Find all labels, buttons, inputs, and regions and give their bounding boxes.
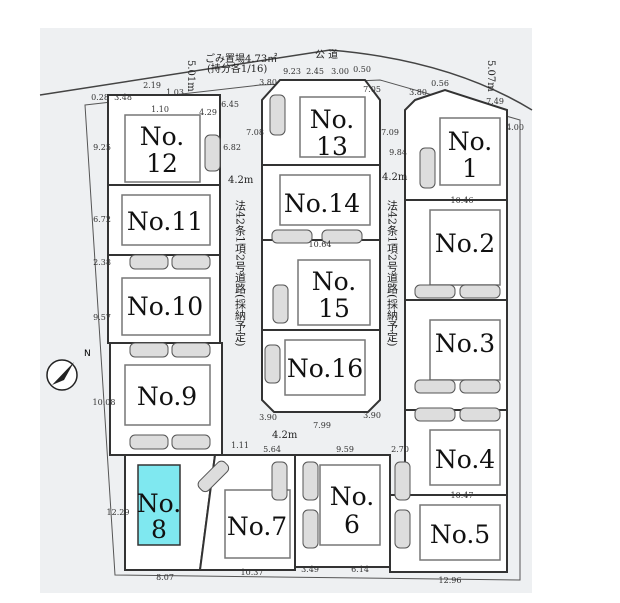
private-road-label-left: 法42条1項2号道路(採納予定) — [234, 199, 247, 347]
svg-text:9.59: 9.59 — [336, 445, 354, 454]
svg-text:10.08: 10.08 — [93, 398, 116, 407]
svg-text:N: N — [84, 349, 91, 359]
lot-11[interactable] — [107, 184, 221, 256]
lot-12[interactable] — [107, 94, 221, 186]
svg-text:9.84: 9.84 — [389, 148, 407, 157]
svg-text:6.45: 6.45 — [221, 100, 239, 109]
north-arrow-icon: N — [46, 349, 91, 391]
svg-text:0.56: 0.56 — [431, 79, 449, 88]
svg-text:3.80: 3.80 — [259, 78, 277, 87]
lot-13-label: No. — [310, 105, 354, 134]
svg-text:1.10: 1.10 — [151, 105, 169, 114]
svg-text:10.64: 10.64 — [309, 240, 332, 249]
svg-text:7.05: 7.05 — [363, 85, 381, 94]
svg-text:10.47: 10.47 — [451, 491, 474, 500]
svg-text:3.48: 3.48 — [114, 93, 132, 102]
lot-5[interactable] — [389, 494, 508, 573]
public-road-label: 公 道 — [315, 48, 338, 61]
svg-text:3.90: 3.90 — [363, 411, 381, 420]
lot-5-label: No.5 — [430, 520, 490, 549]
setback-right-label: 5.07m — [485, 60, 496, 92]
svg-text:7.49: 7.49 — [486, 97, 504, 106]
svg-text:3.80: 3.80 — [409, 88, 427, 97]
lot-8-label: 8 — [151, 515, 167, 544]
svg-text:9.57: 9.57 — [93, 313, 111, 322]
lot-8-label: No. — [137, 489, 181, 518]
lot-1-label: 1 — [462, 154, 478, 183]
site-boundary — [84, 79, 521, 581]
svg-text:3.49: 3.49 — [301, 565, 319, 574]
svg-text:7.08: 7.08 — [246, 128, 264, 137]
lot-10-label: No.10 — [127, 292, 203, 321]
lot-12-label: 12 — [146, 149, 178, 178]
svg-text:12.96: 12.96 — [439, 576, 462, 585]
lot-11-label: No.11 — [127, 207, 203, 236]
lot-2[interactable] — [404, 199, 508, 301]
lot-1-label: No. — [448, 127, 492, 156]
svg-text:10.46: 10.46 — [451, 196, 474, 205]
setback-left-label: 5.01m — [185, 60, 196, 92]
svg-text:9.25: 9.25 — [93, 143, 111, 152]
svg-text:1.03: 1.03 — [166, 88, 184, 97]
lot-9-label: No.9 — [137, 382, 197, 411]
lot-10[interactable] — [107, 254, 221, 344]
public-road-edge — [39, 49, 533, 111]
svg-text:6.82: 6.82 — [223, 143, 241, 152]
svg-text:6.14: 6.14 — [351, 565, 369, 574]
lot-6-label: 6 — [344, 510, 360, 539]
svg-text:3.90: 3.90 — [259, 413, 277, 422]
lot-14-label: No.14 — [284, 189, 360, 218]
svg-text:4.00: 4.00 — [506, 123, 524, 132]
svg-text:3.00: 3.00 — [331, 67, 349, 76]
svg-text:0.50: 0.50 — [353, 65, 371, 74]
lot-15-label: No. — [312, 267, 356, 296]
svg-text:10.37: 10.37 — [241, 568, 264, 577]
dimension-labels: 0.28 3.48 2.19 1.03 1.10 4.29 6.45 9.25 6.82… — [91, 65, 524, 585]
svg-text:2.45: 2.45 — [306, 67, 324, 76]
svg-text:1.11: 1.11 — [231, 441, 249, 450]
garbage-share-label: (持分各1/16) — [207, 62, 267, 75]
svg-text:4.29: 4.29 — [199, 108, 217, 117]
lot-12-label: No. — [140, 122, 184, 151]
road-width-label: 4.2m — [382, 172, 408, 183]
road-width-label: 4.2m — [272, 430, 298, 441]
lot-13-label: 13 — [316, 132, 348, 161]
lot-3-label: No.3 — [435, 329, 495, 358]
lot-4[interactable] — [404, 409, 508, 496]
lot-7-label: No.7 — [227, 512, 287, 541]
svg-text:2.38: 2.38 — [93, 258, 111, 267]
svg-text:5.64: 5.64 — [263, 445, 281, 454]
svg-text:0.28: 0.28 — [91, 93, 109, 102]
svg-text:8.07: 8.07 — [156, 573, 174, 582]
road-width-label: 4.2m — [228, 175, 254, 186]
garbage-area-label: ごみ置場4.73㎡ — [205, 52, 277, 65]
private-road-label-right: 法42条1項2号道路(採納予定) — [386, 199, 399, 347]
lot-6-label: No. — [330, 482, 374, 511]
svg-text:2.19: 2.19 — [143, 81, 161, 90]
svg-text:12.29: 12.29 — [107, 508, 130, 517]
lot-15-label: 15 — [318, 294, 350, 323]
svg-text:9.23: 9.23 — [283, 67, 301, 76]
lot-4-label: No.4 — [435, 445, 495, 474]
lot-7[interactable] — [198, 454, 296, 571]
lot-16[interactable] — [261, 329, 381, 413]
svg-text:2.70: 2.70 — [391, 445, 409, 454]
lot-16-label: No.16 — [287, 354, 363, 383]
parking-spaces — [129, 94, 501, 549]
lot-13[interactable] — [261, 79, 381, 166]
lot-2-label: No.2 — [435, 229, 495, 258]
lot-8[interactable] — [124, 454, 217, 571]
lot-14[interactable] — [261, 164, 381, 241]
svg-text:7.09: 7.09 — [381, 128, 399, 137]
svg-text:6.72: 6.72 — [93, 215, 111, 224]
svg-text:7.99: 7.99 — [313, 421, 331, 430]
